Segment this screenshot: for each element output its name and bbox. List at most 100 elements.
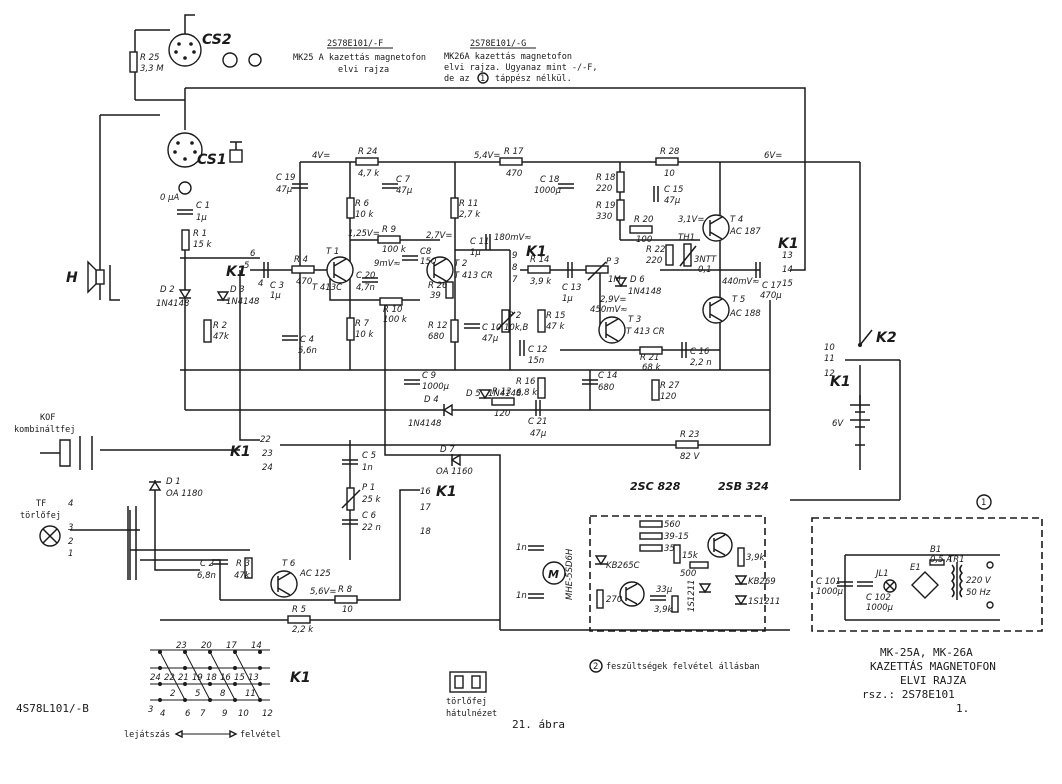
value-r15: 47 k — [546, 322, 566, 332]
resistor-r24 — [355, 157, 379, 166]
value-r12: 680 — [428, 332, 444, 342]
value-c14: 680 — [598, 383, 614, 393]
footer-title2: KAZETTÁS MAGNETOFON — [870, 660, 996, 673]
label-d6: D 6 — [630, 275, 645, 285]
label-r9: R 9 — [382, 225, 396, 235]
value-r23: 82 V — [680, 452, 701, 462]
label-p2: P 2 — [508, 311, 521, 321]
label-c18: C 18 — [540, 175, 560, 185]
capacitor-c9 — [404, 379, 420, 385]
value-r25: 3,3 M — [140, 64, 164, 74]
volt-3-1v: 3,1V= — [678, 215, 704, 225]
value-d2: 1N4148 — [156, 299, 190, 309]
label-t6: T 6 — [282, 559, 296, 569]
resistor-3-9k — [737, 547, 745, 567]
label-t1: T 1 — [326, 247, 339, 257]
label-r8: R 8 — [338, 585, 353, 595]
grid-row2-21: 21 — [178, 673, 189, 683]
capacitor-c101 — [837, 581, 853, 587]
grid-row3-5: 5 — [195, 689, 200, 699]
value-c102: 1000µ — [866, 603, 894, 613]
value-c16: 2,2 n — [690, 358, 712, 368]
label-k1-e: K1 — [230, 444, 251, 460]
value-d4: 1N4148 — [408, 419, 442, 429]
label-r4: R 4 — [294, 255, 308, 265]
value-r20: 100 — [636, 235, 652, 245]
value-c8: 150 — [420, 257, 436, 267]
label-c8: C8 — [420, 247, 432, 257]
resistor-r15 — [537, 309, 546, 333]
resistor-35 — [639, 544, 663, 552]
capacitor-c14 — [582, 379, 598, 385]
capacitor-c13 — [567, 262, 573, 278]
label-r23: R 23 — [680, 430, 699, 440]
motor-1s1211b: 1S1211 — [687, 580, 697, 612]
value-t4: AC 187 — [729, 227, 761, 237]
value-r2: 47k — [213, 332, 230, 342]
note-f-code: 2S78E101/-F — [327, 39, 383, 49]
value-c19: 47µ — [276, 185, 293, 195]
transistor-t4 — [702, 214, 730, 242]
motor-icon — [542, 561, 566, 585]
label-c5: C 5 — [362, 451, 376, 461]
grid-bottom-c: 6 — [185, 709, 191, 719]
resistor-r13 — [491, 397, 515, 406]
value-r17: 470 — [506, 169, 522, 179]
volt-4v: 4V= — [312, 151, 330, 161]
label-c10: C 10 — [482, 323, 501, 333]
resistor-r3 — [244, 557, 253, 579]
value-b1: 0,5 A — [930, 555, 952, 565]
transistor-t1 — [326, 256, 354, 284]
label-kof2: kombináltfej — [14, 425, 75, 435]
resistor-r26 — [445, 281, 454, 299]
label-d1: D 1 — [166, 477, 181, 487]
value-c6: 22 n — [362, 523, 381, 533]
value-d3: 1N4148 — [226, 297, 260, 307]
capacitor-c8 — [402, 255, 418, 261]
grid-row2-24: 24 — [150, 673, 161, 683]
value-r5: 2,2 k — [292, 625, 314, 635]
label-r10: R 10 — [383, 305, 402, 315]
motor-label: MHE-5SD6H — [565, 548, 575, 600]
note-f-line1: MK25 A kazettás magnetofon — [293, 53, 426, 63]
lamp-jl1-icon — [883, 579, 897, 593]
label-c2: C 2 — [200, 559, 214, 569]
diode-d3 — [216, 291, 230, 302]
zener-kb265c — [594, 555, 608, 566]
resistor-r23 — [675, 440, 699, 449]
resistor-r8 — [334, 595, 358, 604]
resistor-500 — [689, 561, 709, 569]
antenna-icon — [229, 141, 243, 163]
pin-10: 10 — [824, 343, 835, 353]
grid-contact — [258, 650, 262, 654]
value-r1: 15 k — [193, 240, 213, 250]
capacitor-c21 — [535, 400, 541, 416]
note-g-line1: MK26A kazettás magnetofon — [444, 52, 572, 62]
resistor-r5 — [287, 615, 311, 624]
grid-top-17: 17 — [226, 641, 237, 651]
pin-11: 11 — [824, 354, 835, 364]
capacitor-c19 — [292, 183, 308, 189]
resistor-39-15 — [639, 532, 663, 540]
grid-row2-15: 15 — [234, 673, 245, 683]
pin-9: 9 — [512, 251, 517, 261]
label-p3: P 3 — [606, 257, 619, 267]
label-r17: R 17 — [504, 147, 524, 157]
head-back-view — [449, 671, 487, 693]
volt-5-6v: 5,6V= — [310, 587, 336, 597]
capacitors — [177, 183, 873, 601]
grid-row3-2: 2 — [170, 689, 175, 699]
value-p3: 1M — [608, 275, 621, 285]
value-r6: 10 k — [355, 210, 375, 220]
capacitor-c1 — [177, 209, 193, 215]
footer-head1: törlőfej — [446, 697, 487, 707]
grid-bottom-g: 12 — [262, 709, 273, 719]
label-c20: C 20 — [356, 271, 375, 281]
thermistor-th1 — [683, 243, 692, 267]
label-d7: D 7 — [440, 445, 455, 455]
motor-r35: 35 — [664, 544, 675, 554]
label-kof1: KOF — [40, 413, 55, 423]
resistor-r28 — [655, 157, 679, 166]
pin-14: 14 — [782, 265, 793, 275]
